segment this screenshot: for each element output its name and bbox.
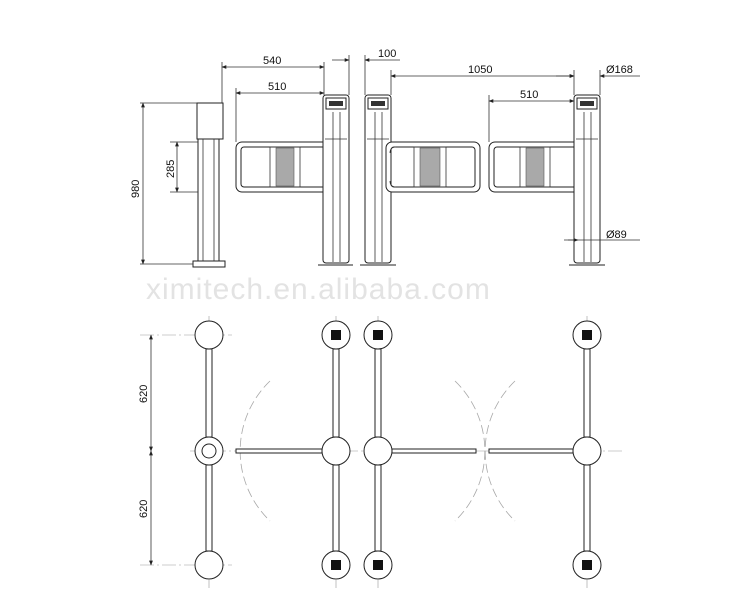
plan-post-4 (572, 320, 602, 580)
dim-label-wing-height: 285 (165, 160, 177, 178)
dim-label-post-gap: 100 (378, 48, 396, 60)
dim-label-plan-spacing-bottom: 620 (138, 500, 150, 518)
dim-label-lane-width: 1050 (468, 64, 492, 76)
wing-panel-1 (235, 141, 333, 193)
post-1-elevation (192, 102, 226, 268)
plan-post-3 (363, 320, 393, 580)
dim-label-plan-spacing-top: 620 (138, 385, 150, 403)
plan-post-2 (321, 320, 351, 580)
dim-label-post-spacing: 540 (263, 55, 281, 67)
post-3-elevation (360, 94, 396, 266)
post-4-elevation (569, 94, 605, 266)
plan-post-1 (194, 320, 224, 580)
wing-panel-2 (385, 141, 481, 193)
dim-label-base-diameter: Ø89 (606, 229, 627, 241)
elevation-view: 540 510 100 1050 Ø168 510 980 285 Ø89 (130, 48, 640, 268)
dim-label-total-height: 980 (130, 180, 142, 198)
wing-panel-3 (488, 141, 586, 193)
dim-label-post-diameter: Ø168 (606, 64, 633, 76)
post-2-elevation (318, 94, 353, 266)
plan-view: 620 620 (138, 316, 622, 588)
dim-label-wing-length-left: 510 (268, 81, 286, 93)
watermark-text: ximitech.en.alibaba.com (146, 273, 491, 306)
dim-label-wing-length-right: 510 (520, 89, 538, 101)
dimension-lines (141, 58, 640, 265)
plan-wing-arms (235, 448, 574, 454)
